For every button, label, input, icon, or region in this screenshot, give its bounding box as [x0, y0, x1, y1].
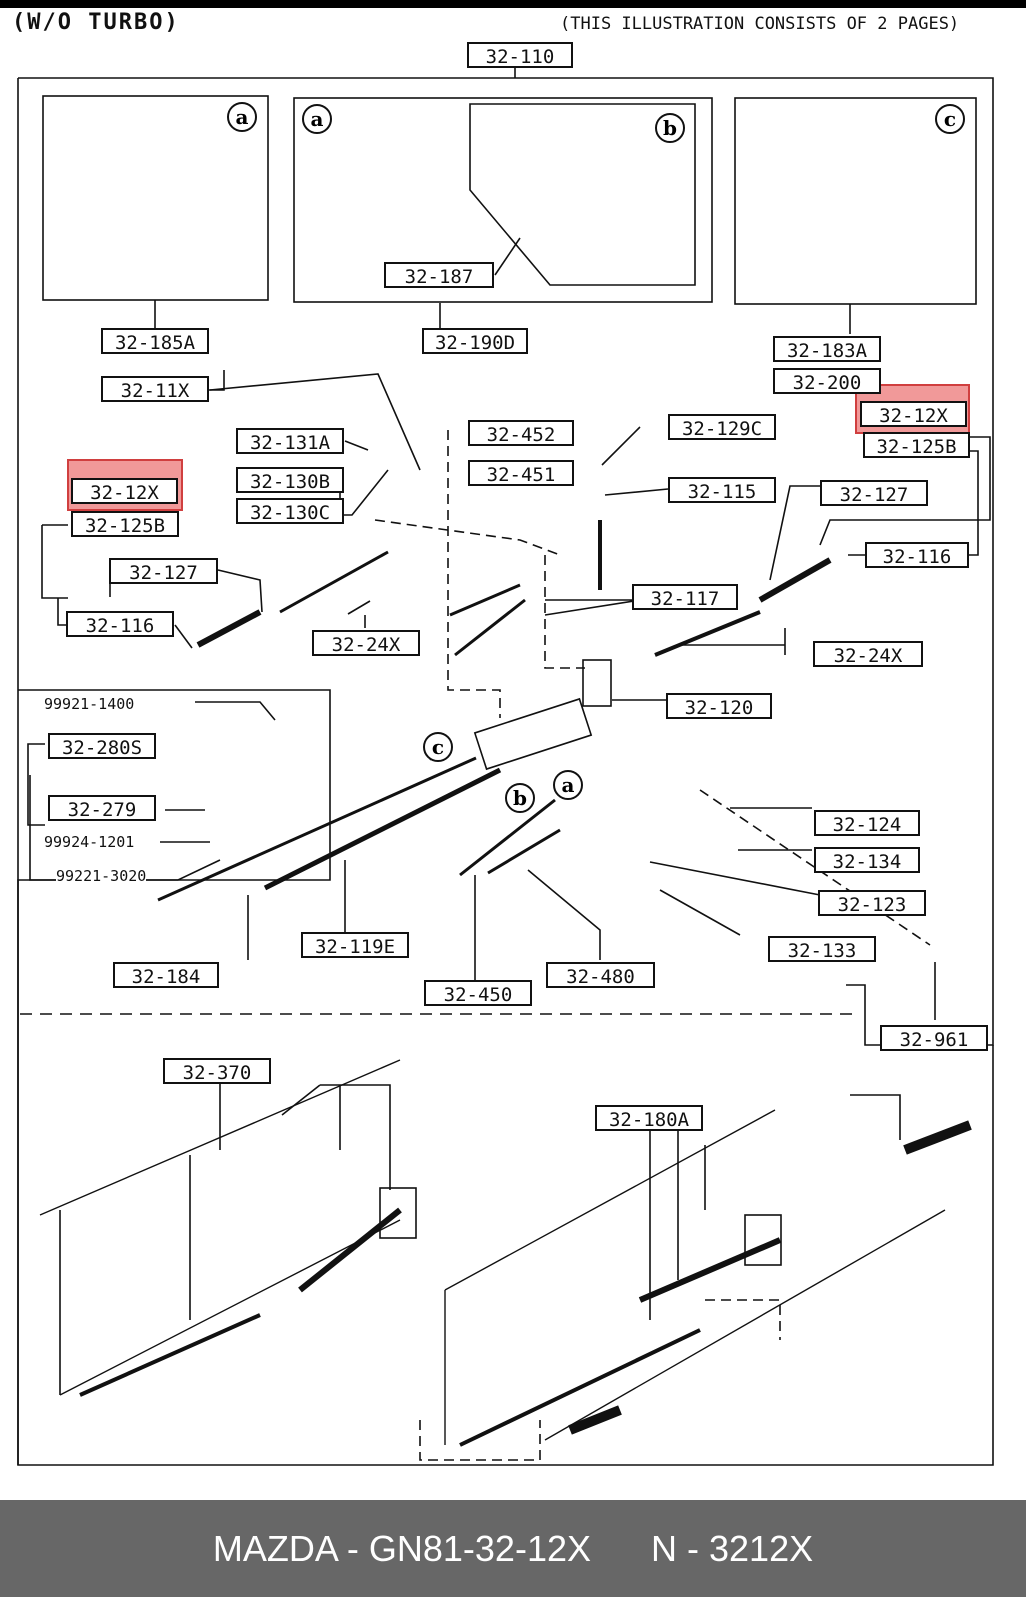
label-32-183A: 32-183A: [773, 336, 881, 362]
label-32-200: 32-200: [773, 368, 881, 394]
label-32-124: 32-124: [814, 810, 920, 836]
header-page-note: (THIS ILLUSTRATION CONSISTS OF 2 PAGES): [560, 14, 960, 34]
label-32-127-left: 32-127: [109, 558, 218, 584]
label-32-116-left: 32-116: [66, 611, 174, 637]
label-32-12X-left: 32-12X: [71, 478, 178, 504]
label-32-24X-left: 32-24X: [312, 630, 420, 656]
label-32-130B: 32-130B: [236, 467, 344, 493]
callout-b-detail: b: [655, 113, 685, 143]
label-99221-3020: 99221-3020: [56, 867, 147, 885]
callout-a-detail-left: a: [227, 102, 257, 132]
label-99924-1201: 99924-1201: [44, 833, 135, 851]
label-32-370: 32-370: [163, 1058, 271, 1084]
label-32-280S: 32-280S: [48, 733, 156, 759]
top-border: [0, 0, 1026, 8]
label-32-279: 32-279: [48, 795, 156, 821]
label-32-123: 32-123: [818, 890, 926, 916]
callout-a-detail-middle: a: [302, 104, 332, 134]
callout-a-main: a: [553, 770, 583, 800]
label-32-24X-right: 32-24X: [813, 641, 923, 667]
label-32-185A: 32-185A: [101, 328, 209, 354]
label-32-130C: 32-130C: [236, 498, 344, 524]
label-99921-1400: 99921-1400: [44, 695, 135, 713]
label-32-450: 32-450: [424, 980, 532, 1006]
label-32-133: 32-133: [768, 936, 876, 962]
label-32-190D: 32-190D: [422, 328, 528, 354]
label-32-129C: 32-129C: [668, 414, 776, 440]
label-32-115: 32-115: [668, 477, 776, 503]
label-32-119E: 32-119E: [301, 932, 409, 958]
label-32-134: 32-134: [814, 847, 920, 873]
label-32-117: 32-117: [632, 584, 738, 610]
label-32-961: 32-961: [880, 1025, 988, 1051]
label-32-125B-right: 32-125B: [863, 432, 970, 458]
label-32-110: 32-110: [467, 42, 573, 68]
label-32-120: 32-120: [666, 693, 772, 719]
label-32-180A: 32-180A: [595, 1105, 703, 1131]
label-32-480: 32-480: [546, 962, 655, 988]
label-32-11X: 32-11X: [101, 376, 209, 402]
label-32-187: 32-187: [384, 262, 494, 288]
label-32-127-right: 32-127: [820, 480, 928, 506]
callout-b-main: b: [505, 783, 535, 813]
header-engine-variant: (W/O TURBO): [12, 10, 180, 35]
label-32-452: 32-452: [468, 420, 574, 446]
callout-c-detail: c: [935, 104, 965, 134]
label-32-125B-left: 32-125B: [71, 511, 179, 537]
footer-part-bar: MAZDA - GN81-32-12X N - 3212X: [0, 1500, 1026, 1597]
label-32-12X-right: 32-12X: [860, 401, 967, 427]
label-32-184: 32-184: [113, 962, 219, 988]
footer-alt-number: N - 3212X: [651, 1528, 814, 1569]
label-32-451: 32-451: [468, 460, 574, 486]
callout-c-main: c: [423, 732, 453, 762]
footer-part-number: MAZDA - GN81-32-12X: [212, 1528, 591, 1569]
label-32-116-right: 32-116: [865, 542, 969, 568]
label-32-131A: 32-131A: [236, 428, 344, 454]
